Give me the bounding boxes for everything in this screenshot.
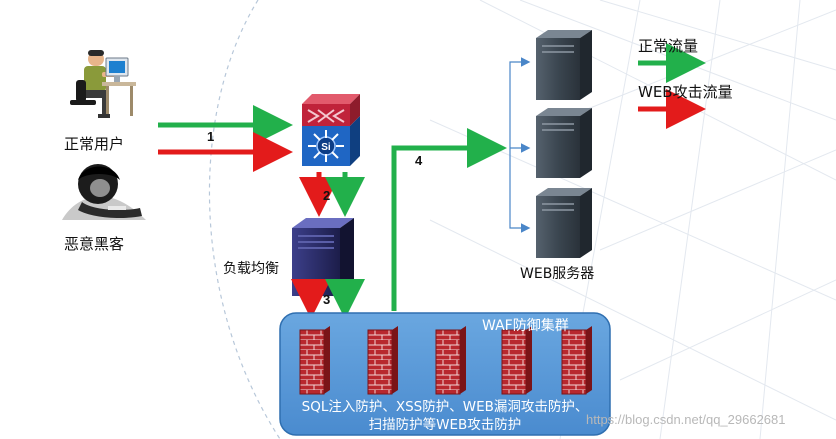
legend-attack-label: WEB攻击流量 bbox=[638, 83, 733, 101]
step-4-label: 4 bbox=[415, 153, 423, 168]
layer3-switch-icon: Si bbox=[302, 94, 360, 166]
switch-badge: Si bbox=[321, 142, 331, 153]
firewall-icon bbox=[435, 326, 466, 395]
firewall-icon bbox=[367, 326, 398, 395]
legend-normal-label: 正常流量 bbox=[638, 37, 699, 55]
web-server-icon bbox=[536, 30, 592, 100]
hacker-icon bbox=[62, 164, 146, 220]
normal-user-label: 正常用户 bbox=[64, 135, 125, 153]
firewall-icon bbox=[299, 326, 330, 395]
step-3-label: 3 bbox=[323, 292, 331, 307]
step-2-label: 2 bbox=[323, 188, 331, 203]
firewall-icon bbox=[501, 326, 532, 395]
waf-cluster-title: WAF防御集群 bbox=[482, 318, 569, 334]
load-balancer-label: 负载均衡 bbox=[223, 261, 279, 277]
watermark: https://blog.csdn.net/qq_29662681 bbox=[586, 412, 786, 427]
malicious-hacker-label: 恶意黑客 bbox=[64, 235, 125, 253]
web-server-icon bbox=[536, 108, 592, 178]
web-server-icon bbox=[536, 188, 592, 258]
background-arc bbox=[208, 0, 281, 439]
user-at-computer-icon bbox=[70, 50, 136, 118]
waf-description: SQL注入防护、XSS防护、WEB漏洞攻击防护、扫描防护等WEB攻击防护 bbox=[301, 399, 589, 433]
server-connectors bbox=[509, 57, 531, 233]
firewall-icon bbox=[561, 326, 592, 395]
web-servers-label: WEB服务器 bbox=[520, 266, 595, 282]
arrow-waf-to-servers bbox=[391, 128, 507, 311]
step-1-label: 1 bbox=[207, 129, 215, 144]
